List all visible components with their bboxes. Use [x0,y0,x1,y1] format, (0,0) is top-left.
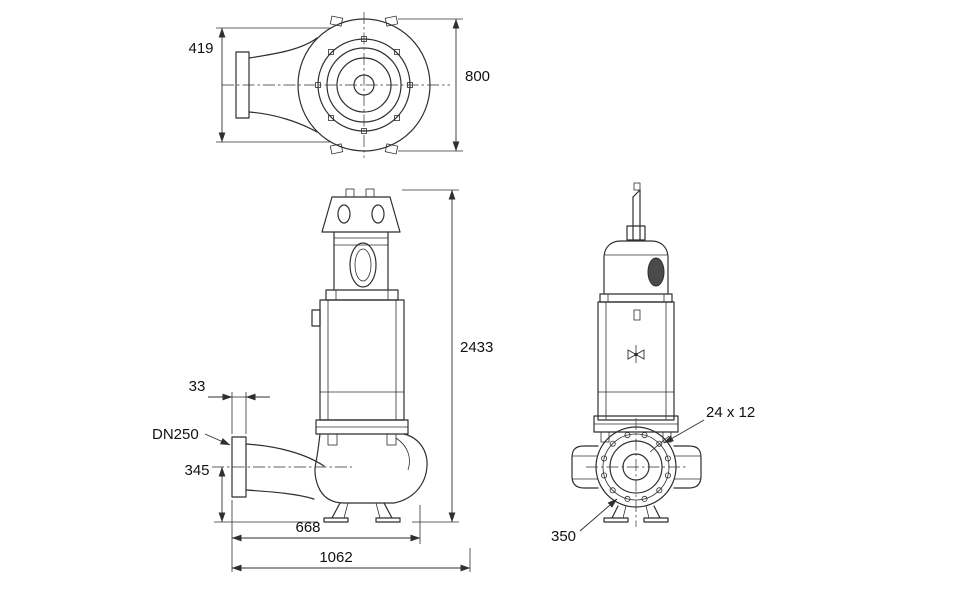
base-leg [611,505,619,519]
top-view-volute [222,12,450,158]
bolt-holes [601,432,671,502]
bracket-post [365,188,375,198]
front-view-pump [571,182,702,527]
dim-bolt-callout: 24 x 12 [649,404,755,453]
base-foot [375,517,401,523]
base-leg-inner [343,502,349,519]
volute-outer-casing [297,18,431,152]
dim-33: 33 [189,378,270,434]
dim-419: 419 [188,27,330,143]
flange-inner-ring [609,440,663,494]
dim-2433: 2433 [402,189,493,523]
dim-dn250: DN250 [152,426,231,446]
bracket-post [345,188,355,198]
base-leg [653,505,661,519]
shaft-circle [353,74,375,96]
dim-1062-label: 1062 [319,549,352,566]
base-foot [603,517,629,523]
bracket-slot [337,204,351,224]
cable-entry-box [626,225,646,241]
base-leg-inner [375,502,381,519]
handle-opening-inner [354,248,372,282]
dim-350-label: 350 [551,528,576,545]
power-cable [626,182,646,241]
suction-flange-face [595,426,677,508]
discharge-flange-top-view [235,51,250,119]
discharge-pipe-upper [248,37,318,59]
base-foot [323,517,349,523]
cable-guard-clip [311,309,321,327]
discharge-pipe-top [245,443,325,467]
nameplate [633,309,641,321]
dim-1062: 1062 [231,548,471,572]
bolt-circle [602,433,670,501]
front-motor-body [597,301,675,421]
handle-hole [647,257,665,287]
base-leg-inner [645,505,650,519]
clamp-bolt [386,433,397,446]
dim-345: 345 [184,462,318,523]
dim-800-label: 800 [465,68,490,85]
dim-350: 350 [551,498,618,545]
volute-wing-left [571,445,599,489]
inner-ring [336,57,392,113]
flange-ring [317,38,411,132]
volute-outline [314,433,428,504]
volute-inner-curve [395,437,410,471]
cover-ring [326,47,402,123]
dim-dn250-label: DN250 [152,426,199,443]
dim-345-label: 345 [184,462,209,479]
dim-668: 668 [231,500,421,572]
lifting-bracket [321,196,401,233]
clamp-tabs [329,15,399,155]
base-leg [331,502,341,519]
bolt-marks [315,36,413,134]
handle-opening [349,242,377,288]
motor-cap [603,240,669,295]
base-leg-inner [622,505,627,519]
flange-hub [622,453,650,481]
base-leg [383,502,393,519]
side-view-pump [212,188,428,523]
discharge-flange-side-view [231,436,247,498]
dim-668-label: 668 [295,519,320,536]
dim-800: 800 [398,18,490,152]
clamp-bolt [327,433,338,446]
impeller-icon [627,345,645,363]
bracket-slot [371,204,385,224]
base-foot [643,517,669,523]
discharge-pipe-lower [248,111,318,133]
dim-419-label: 419 [188,40,213,57]
dim-33-label: 33 [189,378,206,395]
dim-bolt-callout-label: 24 x 12 [706,404,755,421]
volute-wing-right [673,445,702,489]
dim-2433-label: 2433 [460,339,493,356]
discharge-pipe-bottom [245,489,315,500]
